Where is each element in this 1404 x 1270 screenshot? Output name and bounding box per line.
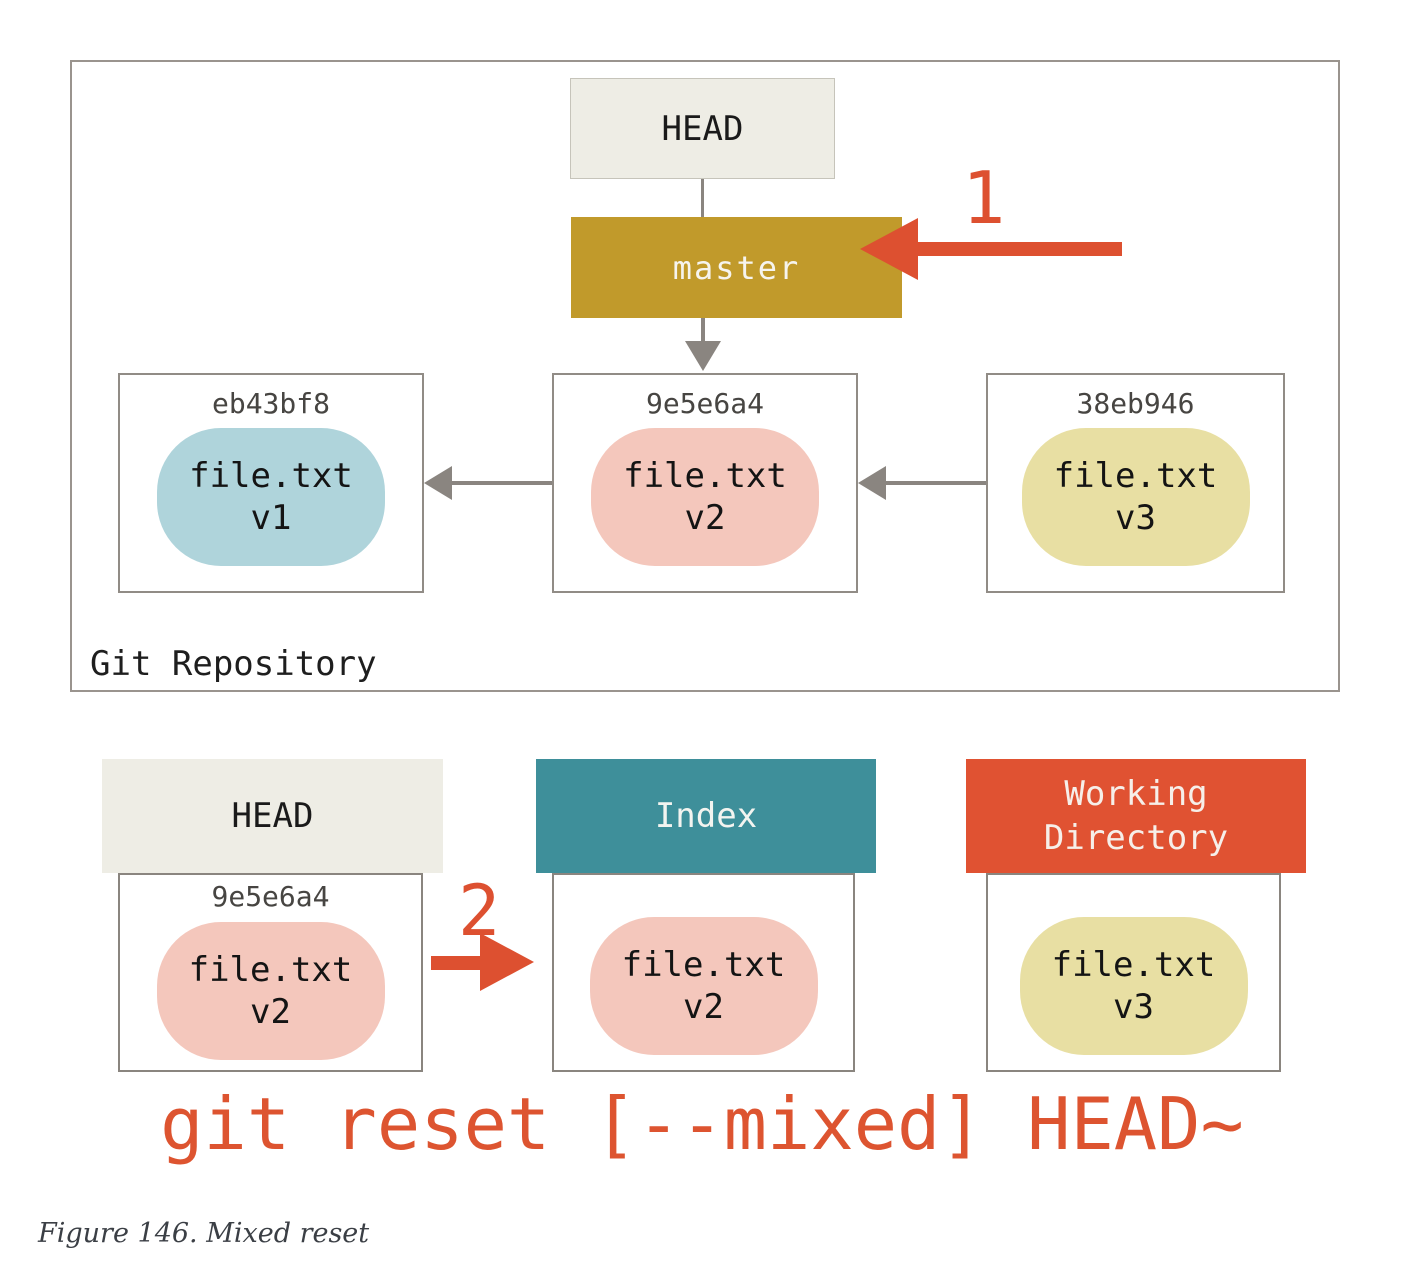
master-branch-label: master [672,248,801,287]
step1-label: 1 [962,156,1006,240]
head-ref-box: HEAD [570,78,835,179]
commit-box-9e5e6a4: 9e5e6a4 file.txt v2 [552,373,858,593]
head-ref-label: HEAD [661,108,744,149]
figure-caption: Figure 146. Mixed reset [38,1218,370,1249]
git-repository-label: Git Repository [90,644,377,684]
index-area-label: Index [654,796,758,836]
index-area-header: Index [536,759,876,873]
parent-arrow-line [884,481,986,485]
file-version: v2 [683,987,724,1027]
parent-arrow-line [450,481,552,485]
step2-label: 2 [458,870,501,952]
file-name: file.txt [623,456,787,496]
working-directory-file-blob: file.txt v3 [1019,917,1248,1055]
parent-arrowhead-icon [858,466,886,500]
file-version: v1 [250,498,292,538]
parent-arrowhead-icon [424,466,452,500]
head-to-master-connector-line [701,179,704,217]
file-name: file.txt [1053,456,1218,496]
file-version: v3 [1115,498,1156,538]
file-blob-v1: file.txt v1 [157,428,385,566]
file-name: file.txt [188,950,353,990]
commit-box-eb43bf8: eb43bf8 file.txt v1 [118,373,424,593]
file-name: file.txt [621,945,786,985]
index-area-body: file.txt v2 [552,873,855,1072]
master-to-commit-arrowhead-icon [685,341,721,371]
index-file-blob: file.txt v2 [589,917,818,1055]
file-blob-v3: file.txt v3 [1021,428,1250,566]
working-directory-label: Working Directory [1043,774,1229,858]
commit-hash: eb43bf8 [211,387,330,420]
reset-command-text: git reset [--mixed] HEAD~ [160,1082,1244,1166]
commit-hash: 38eb946 [1076,387,1195,420]
file-name: file.txt [189,456,353,496]
step2-arrow-line [431,956,489,970]
working-directory-body: file.txt v3 [986,873,1281,1072]
head-file-blob: file.txt v2 [156,922,385,1060]
commit-box-38eb946: 38eb946 file.txt v3 [986,373,1285,593]
head-area-hash: 9e5e6a4 [211,880,330,913]
commit-hash: 9e5e6a4 [645,387,764,420]
master-branch-box: master [571,217,902,318]
head-area-label: HEAD [231,796,314,836]
working-directory-header: Working Directory [966,759,1306,873]
step2-arrowhead-icon [480,933,534,991]
head-area-body: 9e5e6a4 file.txt v2 [118,873,423,1072]
head-area-header: HEAD [102,759,443,873]
file-version: v2 [250,992,291,1032]
file-version: v3 [1113,987,1154,1027]
step1-arrowhead-icon [860,218,918,280]
master-to-commit-arrow-line [701,318,705,344]
file-name: file.txt [1051,945,1216,985]
file-version: v2 [684,498,726,538]
step1-arrow-line [915,242,1122,256]
file-blob-v2: file.txt v2 [591,428,819,566]
